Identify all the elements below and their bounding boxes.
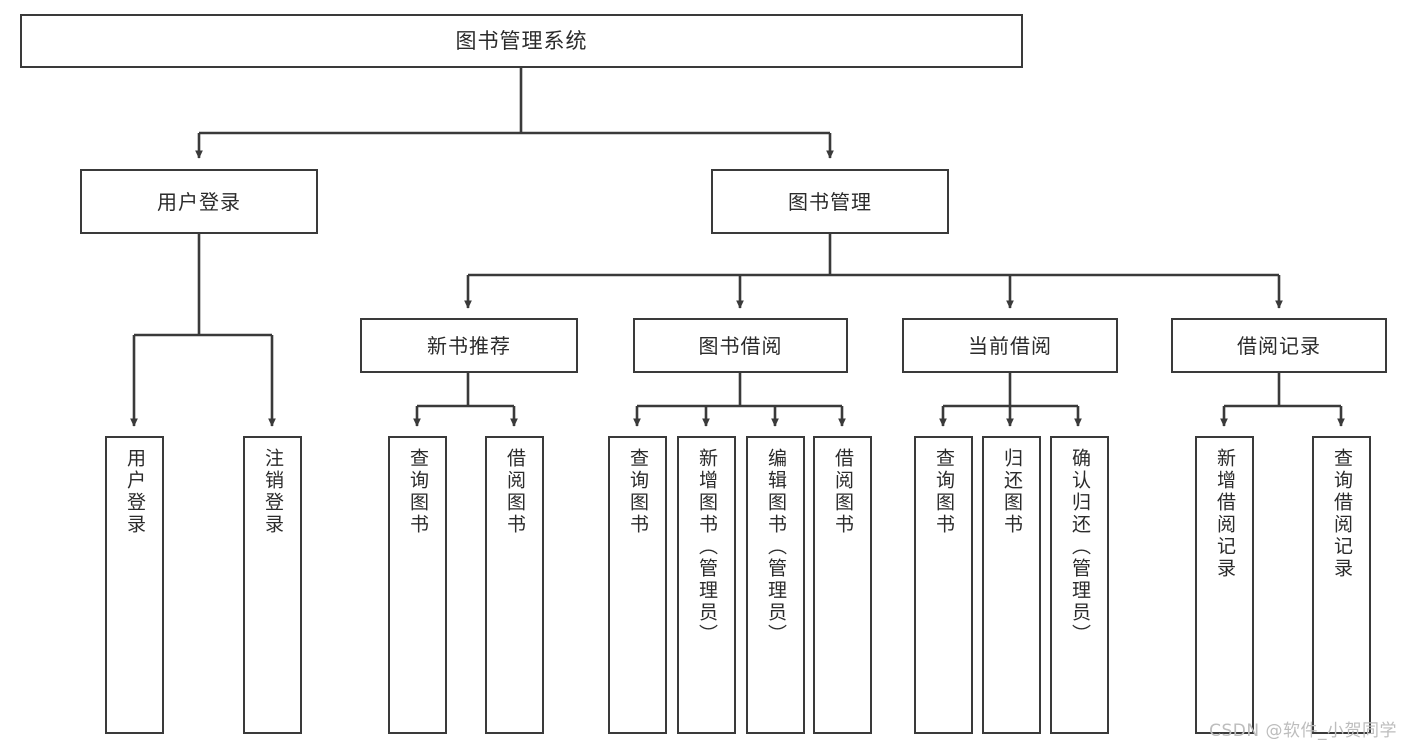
leaf-return-book-label: 归还图书 <box>1001 448 1023 536</box>
leaf-query-book-2[interactable]: 查询图书 <box>608 436 667 734</box>
node-user-login-label: 用户登录 <box>157 189 241 214</box>
leaf-confirm-return[interactable]: 确认归还（管理员） <box>1050 436 1109 734</box>
leaf-borrow-book-2[interactable]: 借阅图书 <box>813 436 872 734</box>
leaf-logout-label: 注销登录 <box>262 448 284 536</box>
leaf-user-login-label: 用户登录 <box>124 448 146 536</box>
leaf-add-record-label: 新增借阅记录 <box>1214 448 1236 580</box>
node-book-borrow-label: 图书借阅 <box>698 333 783 358</box>
leaf-query-record-label: 查询借阅记录 <box>1331 448 1353 580</box>
node-borrow-record[interactable]: 借阅记录 <box>1171 318 1387 373</box>
leaf-logout[interactable]: 注销登录 <box>243 436 302 734</box>
node-current-borrow-label: 当前借阅 <box>968 333 1052 358</box>
leaf-return-book[interactable]: 归还图书 <box>982 436 1041 734</box>
leaf-confirm-return-label: 确认归还（管理员） <box>1069 448 1091 646</box>
node-book-manage[interactable]: 图书管理 <box>711 169 949 234</box>
node-root-label: 图书管理系统 <box>455 28 588 53</box>
node-root[interactable]: 图书管理系统 <box>20 14 1023 68</box>
leaf-add-record[interactable]: 新增借阅记录 <box>1195 436 1254 734</box>
node-book-manage-label: 图书管理 <box>788 189 872 214</box>
leaf-borrow-book-1[interactable]: 借阅图书 <box>485 436 544 734</box>
leaf-query-book-2-label: 查询图书 <box>627 448 649 536</box>
node-current-borrow[interactable]: 当前借阅 <box>902 318 1118 373</box>
leaf-query-record[interactable]: 查询借阅记录 <box>1312 436 1371 734</box>
node-new-book-rec[interactable]: 新书推荐 <box>360 318 578 373</box>
leaf-user-login[interactable]: 用户登录 <box>105 436 164 734</box>
leaf-add-book-label: 新增图书（管理员） <box>696 448 718 646</box>
leaf-query-book-1[interactable]: 查询图书 <box>388 436 447 734</box>
node-user-login[interactable]: 用户登录 <box>80 169 318 234</box>
node-borrow-record-label: 借阅记录 <box>1237 333 1321 358</box>
leaf-query-book-1-label: 查询图书 <box>407 448 429 536</box>
leaf-edit-book-label: 编辑图书（管理员） <box>765 448 787 646</box>
node-new-book-rec-label: 新书推荐 <box>427 333 511 358</box>
leaf-borrow-book-1-label: 借阅图书 <box>504 448 526 536</box>
leaf-query-book-3[interactable]: 查询图书 <box>914 436 973 734</box>
leaf-add-book[interactable]: 新增图书（管理员） <box>677 436 736 734</box>
csdn-watermark: CSDN @软件_小贺同学 <box>1209 721 1397 741</box>
leaf-query-book-3-label: 查询图书 <box>933 448 955 536</box>
node-book-borrow[interactable]: 图书借阅 <box>633 318 848 373</box>
leaf-borrow-book-2-label: 借阅图书 <box>832 448 854 536</box>
leaf-edit-book[interactable]: 编辑图书（管理员） <box>746 436 805 734</box>
